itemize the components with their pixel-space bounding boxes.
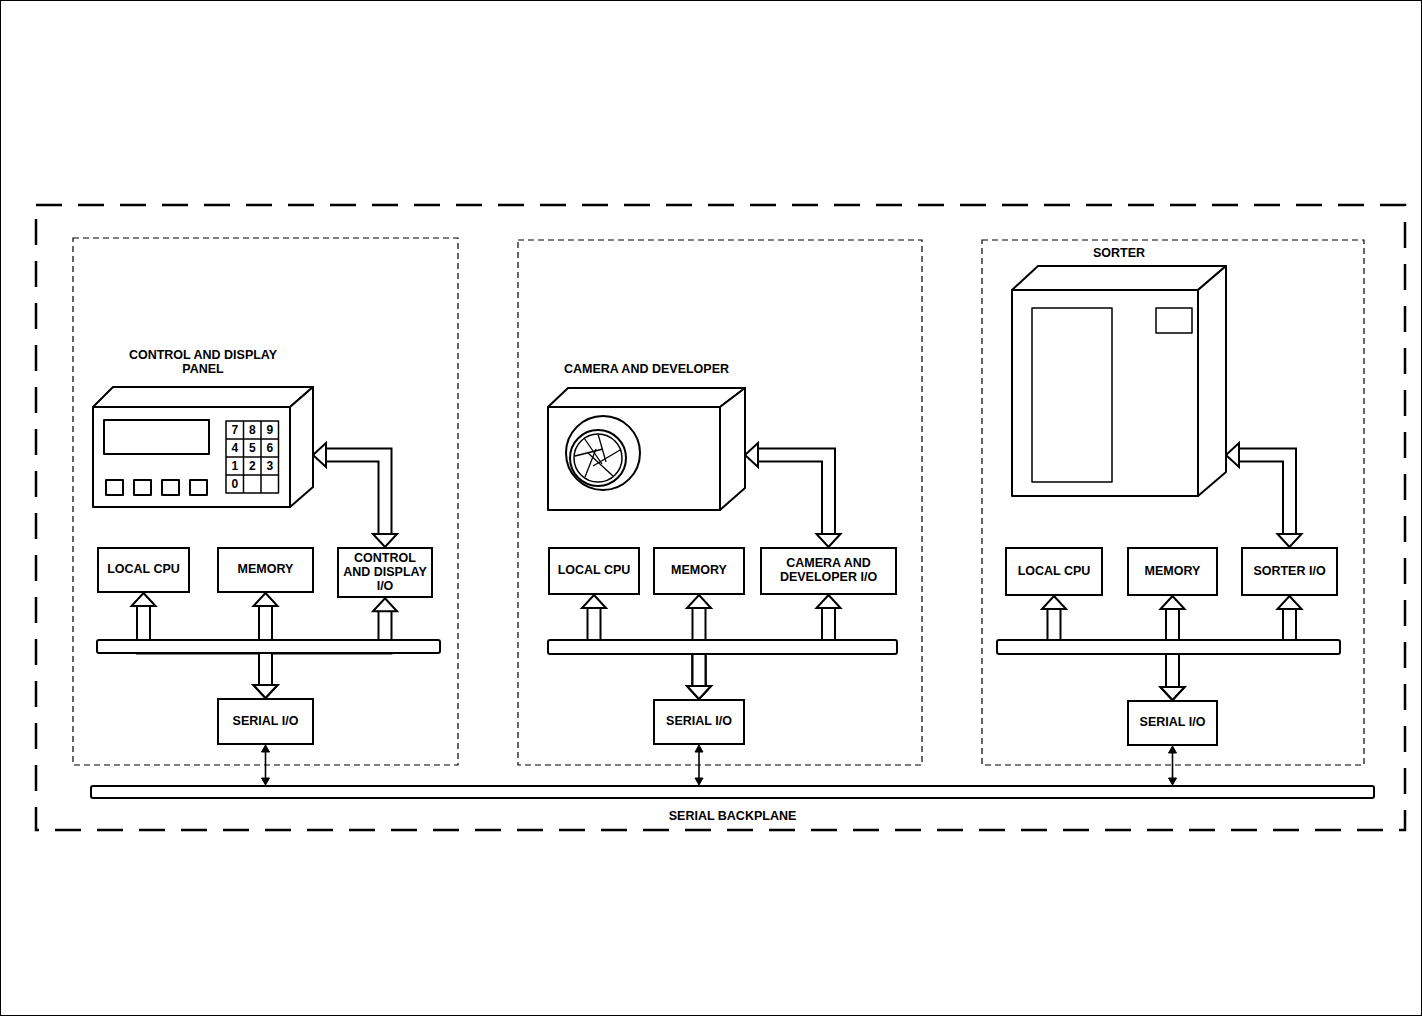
module-label: MEMORY [238,563,294,577]
module-label: SERIAL I/O [233,715,299,729]
arrow-head [254,685,278,698]
arrow-head [1161,596,1185,609]
arrow-head [817,534,841,547]
arrow-head [1161,687,1185,700]
arrow-head [373,534,397,547]
module-box: SERIAL I/O [653,699,745,745]
arrow-head [1169,746,1177,753]
arrow-head [1042,596,1066,609]
arrow-head [1161,687,1185,700]
module-label: LOCAL CPU [107,563,180,577]
module-box: LOCAL CPU [548,547,640,595]
arrow-outline [326,455,385,534]
module-label: LOCAL CPU [1018,565,1091,579]
control-panel-drawing [93,387,313,507]
module-box: MEMORY [653,547,745,595]
module-label: LOCAL CPU [558,564,631,578]
module-label: CONTROL AND DISPLAY I/O [343,552,427,593]
keypad-key: 1 [226,460,244,472]
keypad-key: 6 [261,442,279,454]
arrow-outline [758,455,829,534]
keypad-key: 8 [244,424,262,436]
module-box: LOCAL CPU [1005,547,1103,596]
module-box: LOCAL CPU [97,547,190,593]
arrow-hollow [326,455,385,534]
module-box: CAMERA AND DEVELOPER I/O [760,547,897,595]
arrow-head [687,686,711,699]
arrow-head [1169,778,1177,785]
arrow-head [582,595,606,608]
arrow-head [687,686,711,699]
serial-backplane: SERIAL BACKPLANE [90,785,1375,825]
device-unit: CONTROL AND DISPLAY PANEL [93,348,313,507]
module-label: SERIAL I/O [666,715,732,729]
arrow-head [1161,687,1185,700]
bus-label: SERIAL BACKPLANE [669,809,797,823]
arrow-head [745,443,758,467]
serial-link [695,745,703,785]
arrow-head [254,685,278,698]
module-box: CONTROL AND DISPLAY I/O [337,547,433,598]
device-label: SORTER [1093,246,1145,260]
data-path-arrow [745,443,841,547]
arrow-head [695,778,703,785]
arrow-head [262,778,270,785]
arrow-hollow [758,455,829,534]
keypad-key: 5 [244,442,262,454]
data-path-arrow [313,443,397,547]
keypad-key: 7 [226,424,244,436]
camera-drawing [548,388,745,510]
keypad-key: 9 [261,424,279,436]
arrow-head [254,593,278,606]
data-path-arrow [1226,443,1302,547]
keypad-key: 3 [261,460,279,472]
arrow-head [687,595,711,608]
link-line [698,752,700,778]
device-label: CAMERA AND DEVELOPER [564,362,729,376]
module-label: SERIAL I/O [1140,716,1206,730]
arrow-head [817,595,841,608]
arrow-head [254,685,278,698]
arrow-head [313,443,326,467]
module-label: CAMERA AND DEVELOPER I/O [766,557,891,585]
device-unit: CAMERA AND DEVELOPER [548,362,745,510]
local-bus-bars [97,640,1340,654]
module-label: MEMORY [1145,565,1201,579]
device-unit: SORTER [1012,246,1226,496]
keypad-key: 4 [226,442,244,454]
arrow-head [262,745,270,752]
arrow-outline [1239,455,1290,534]
module-box: SERIAL I/O [217,698,314,745]
device-label: CONTROL AND DISPLAY PANEL [108,348,298,377]
arrow-head [1226,443,1239,467]
arrow-head [1278,596,1302,609]
link-line [265,752,267,778]
keypad-key: 0 [226,478,244,490]
arrow-head [132,593,156,606]
arrow-hollow [1239,455,1290,534]
module-label: SORTER I/O [1253,565,1325,579]
arrow-head [1278,534,1302,547]
module-box: SORTER I/O [1241,547,1338,596]
arrow-head [687,686,711,699]
module-box: SERIAL I/O [1127,700,1218,746]
module-box: MEMORY [217,547,314,593]
serial-link [1169,746,1177,785]
sorter-drawing [1012,266,1226,496]
serial-link [262,745,270,785]
backplane-bar [90,785,1375,799]
link-line [1172,753,1174,778]
module-box: MEMORY [1127,547,1218,596]
arrow-head [695,745,703,752]
keypad-key: 2 [244,460,262,472]
arrow-head [373,598,397,611]
module-label: MEMORY [671,564,727,578]
